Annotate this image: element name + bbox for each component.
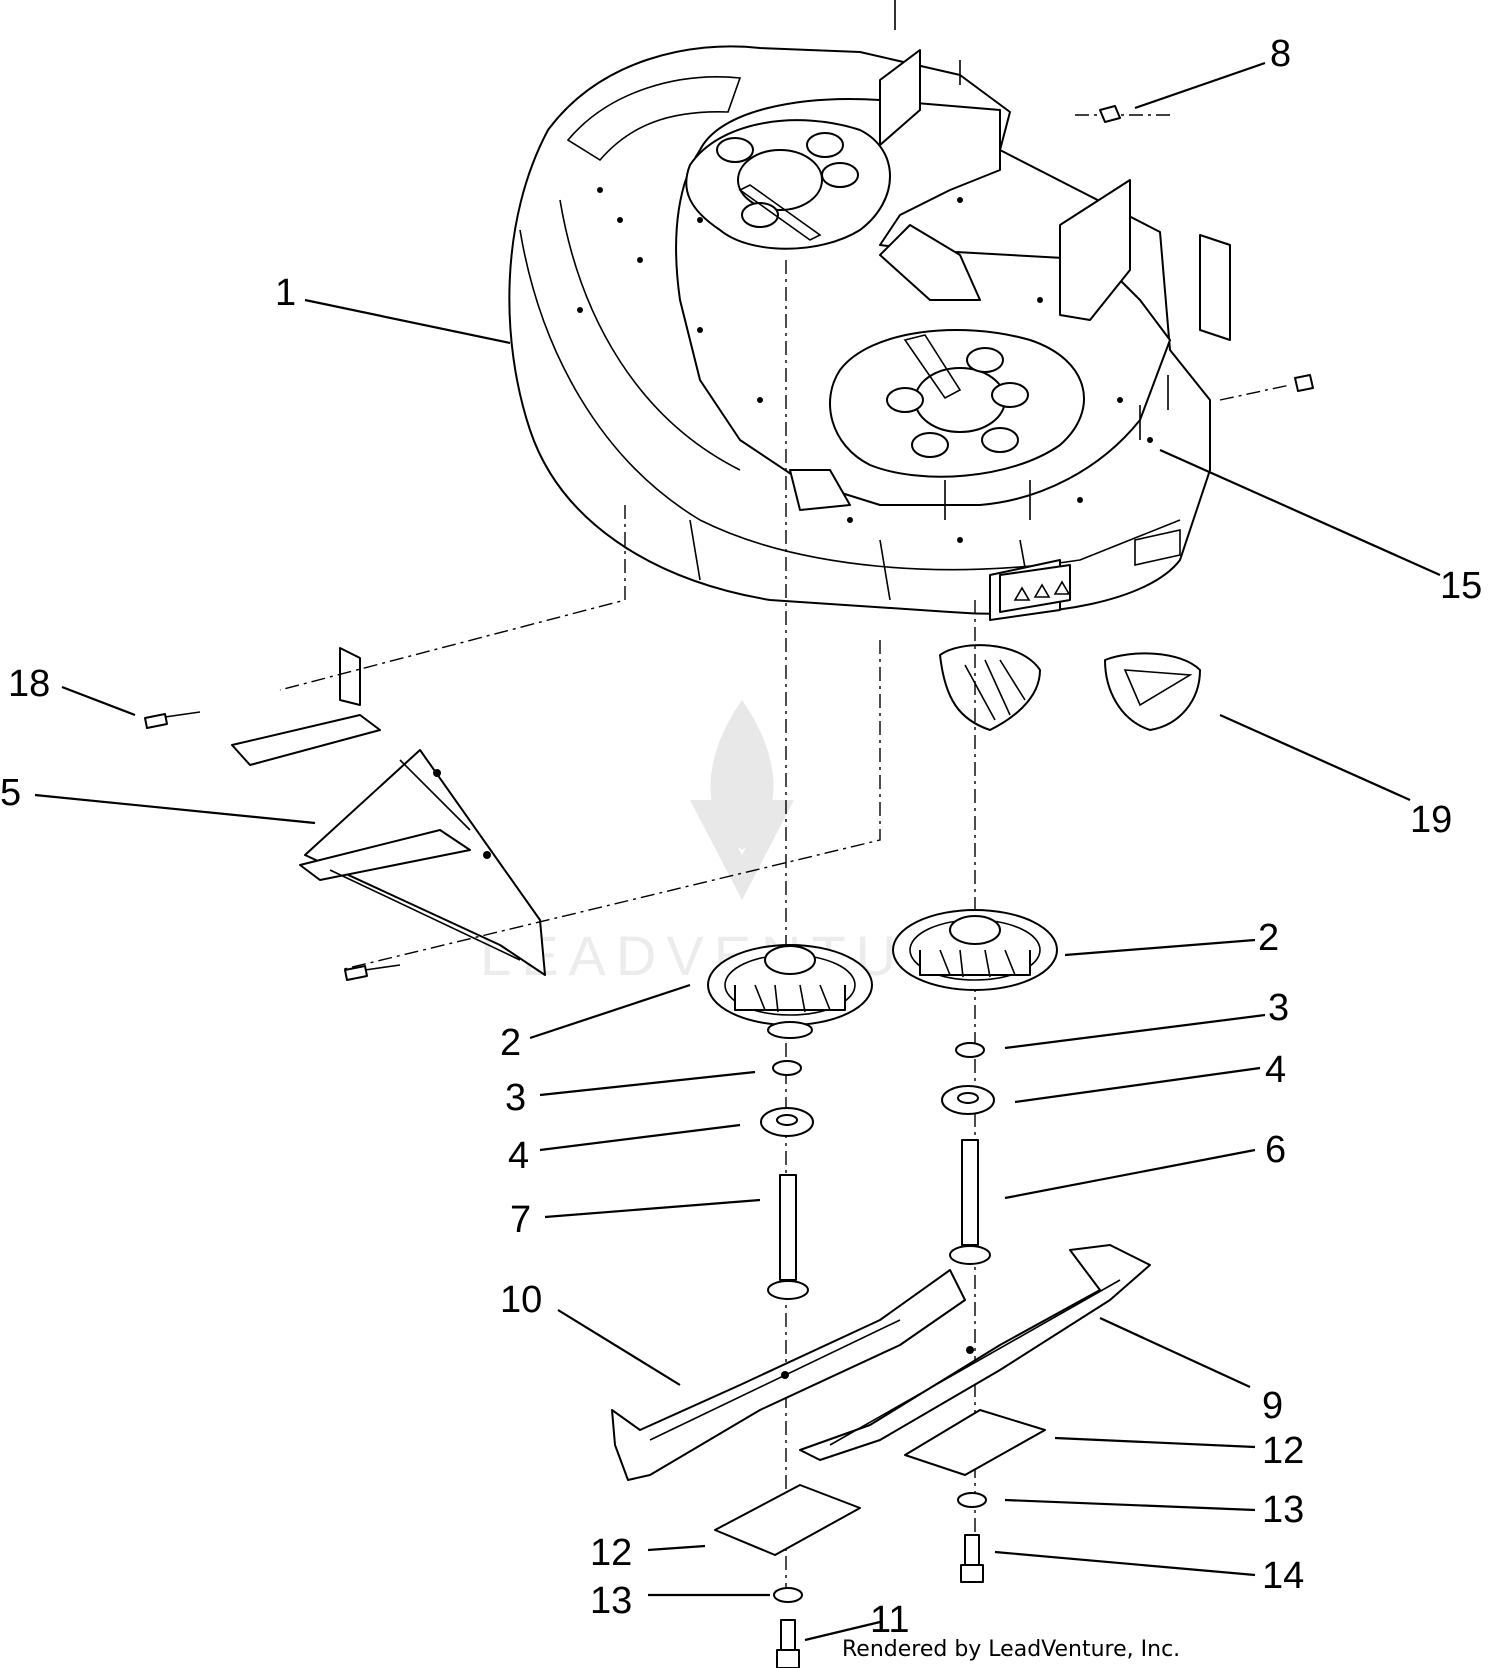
blade-washer-right bbox=[957, 1492, 987, 1508]
spindle-shaft-right bbox=[949, 1139, 991, 1265]
callout-12-left: 12 bbox=[590, 1532, 632, 1574]
spindle-housing-right bbox=[892, 909, 1058, 991]
watermark-flame-icon bbox=[710, 700, 774, 850]
deflector-cones bbox=[939, 644, 1201, 731]
callout-3-right: 3 bbox=[1268, 987, 1289, 1029]
callout-labels: 1 8 15 18 5 19 2 2 3 3 4 4 6 7 10 9 12 1… bbox=[0, 33, 1482, 1641]
watermark-v-logo-icon bbox=[690, 800, 794, 900]
blade-bolt-left bbox=[776, 1619, 800, 1668]
deck-holes bbox=[577, 187, 1153, 543]
callout-5: 5 bbox=[0, 772, 21, 814]
bearing-right bbox=[941, 1085, 995, 1115]
callout-14: 14 bbox=[1262, 1555, 1304, 1597]
callout-15: 15 bbox=[1440, 565, 1482, 607]
callout-2-left: 2 bbox=[500, 1022, 521, 1064]
callout-13-left: 13 bbox=[590, 1580, 632, 1622]
spindle-shaft-left bbox=[767, 1174, 809, 1300]
bearing-left bbox=[760, 1107, 814, 1137]
stiffener-left bbox=[714, 1484, 861, 1556]
nuts bbox=[1099, 105, 1314, 392]
callout-19: 19 bbox=[1410, 799, 1452, 841]
callout-1: 1 bbox=[275, 272, 296, 314]
blade-bolt-right bbox=[960, 1534, 984, 1583]
callout-8: 8 bbox=[1270, 33, 1291, 75]
render-credit: Rendered by LeadVenture, Inc. bbox=[842, 1637, 1180, 1662]
blade-washer-left bbox=[773, 1587, 803, 1603]
leader-lines bbox=[34, 61, 1441, 1642]
washer-right bbox=[955, 1042, 985, 1058]
callout-13-right: 13 bbox=[1262, 1489, 1304, 1531]
callout-10: 10 bbox=[500, 1279, 542, 1321]
callout-4-left: 4 bbox=[508, 1135, 529, 1177]
callout-2-right: 2 bbox=[1258, 917, 1279, 959]
callout-3-left: 3 bbox=[505, 1077, 526, 1119]
washer-left bbox=[772, 1060, 802, 1076]
callout-4-right: 4 bbox=[1265, 1049, 1286, 1091]
assembly-lines bbox=[279, 114, 1291, 1600]
spindle-housing-left bbox=[707, 944, 873, 1039]
callout-11: 11 bbox=[870, 1599, 909, 1641]
stiffener-right bbox=[904, 1409, 1046, 1476]
callout-9: 9 bbox=[1262, 1385, 1283, 1427]
callout-7: 7 bbox=[510, 1199, 531, 1241]
callout-18: 18 bbox=[8, 663, 50, 705]
discharge-chute bbox=[231, 647, 546, 976]
callout-6: 6 bbox=[1265, 1129, 1286, 1171]
bolts-18 bbox=[144, 711, 401, 981]
blade-right bbox=[799, 1244, 1151, 1461]
mower-deck-housing bbox=[508, 0, 1231, 621]
callout-12-right: 12 bbox=[1262, 1430, 1304, 1472]
